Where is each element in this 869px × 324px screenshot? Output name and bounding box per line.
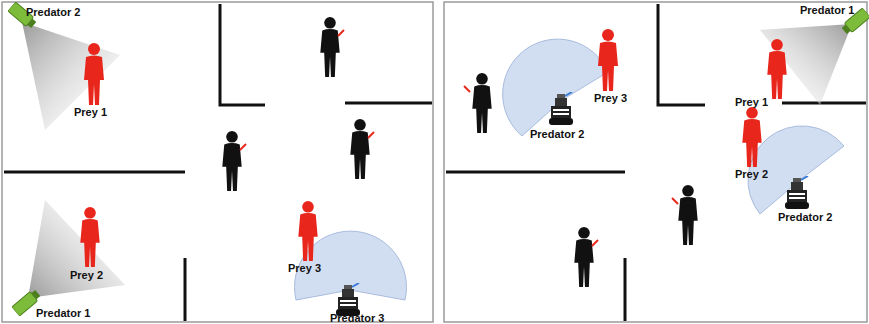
figure-label: Predator 2 <box>530 128 584 141</box>
robot <box>549 92 573 125</box>
figure-label: Predator 1 <box>800 4 854 17</box>
bystander-figures <box>222 17 697 287</box>
figure-label: Prey 2 <box>735 168 768 181</box>
robot <box>785 176 809 209</box>
walls <box>4 4 866 321</box>
phones <box>240 30 678 246</box>
camera-view <box>28 200 125 298</box>
prey-figures <box>80 29 786 267</box>
robot-view <box>503 39 608 136</box>
camera-view <box>22 22 120 130</box>
figure-label: Prey 3 <box>594 92 627 105</box>
figure-label: Prey 1 <box>735 96 768 109</box>
figure-label: Predator 2 <box>26 6 80 19</box>
camera-view <box>760 24 852 105</box>
figure-label: Predator 3 <box>330 312 384 324</box>
figure-label: Prey 3 <box>288 262 321 275</box>
figure-label: Predator 2 <box>778 211 832 224</box>
figure-label: Predator 1 <box>36 307 90 320</box>
robot <box>336 283 360 316</box>
figure-label: Prey 1 <box>74 106 107 119</box>
figure-label: Prey 2 <box>70 269 103 282</box>
panel <box>2 2 433 322</box>
panel <box>444 2 867 322</box>
